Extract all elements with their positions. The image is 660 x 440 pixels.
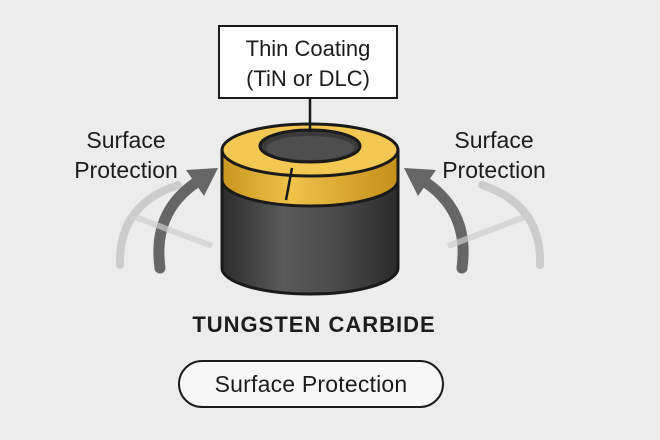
callout-subtitle: (TiN or DLC) xyxy=(246,66,370,91)
callout-title: Thin Coating xyxy=(246,36,371,61)
surface-protection-button[interactable]: Surface Protection xyxy=(178,360,444,408)
left-label-line2: Protection xyxy=(74,157,178,183)
material-label: TUNGSTEN CARBIDE xyxy=(192,312,435,337)
left-curved-arrow-icon xyxy=(115,168,218,274)
coated-cylinder-icon xyxy=(220,122,400,296)
right-label-line1: Surface xyxy=(454,127,533,153)
right-label-line2: Protection xyxy=(442,157,546,183)
left-label-line1: Surface xyxy=(86,127,165,153)
right-curved-arrow-icon xyxy=(404,168,545,274)
callout-box: Thin Coating (TiN or DLC) xyxy=(218,25,398,132)
